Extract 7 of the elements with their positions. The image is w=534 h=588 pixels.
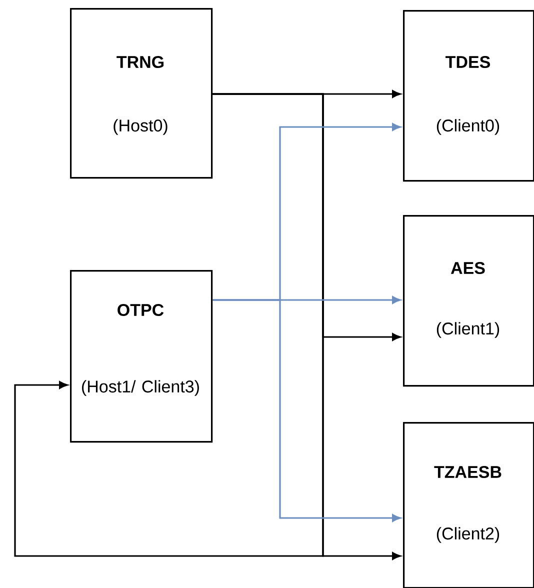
process-box: AES (Client1) [403, 215, 534, 387]
process-box: TRNG (Host0) [70, 8, 213, 179]
arrow [14, 93, 324, 557]
arrow [212, 299, 401, 522]
process-box: TDES (Client0) [403, 10, 534, 182]
process-box: OTPC (Host1/ Client3) [70, 270, 213, 443]
process-box: TZAESB (Client2) [403, 422, 534, 588]
